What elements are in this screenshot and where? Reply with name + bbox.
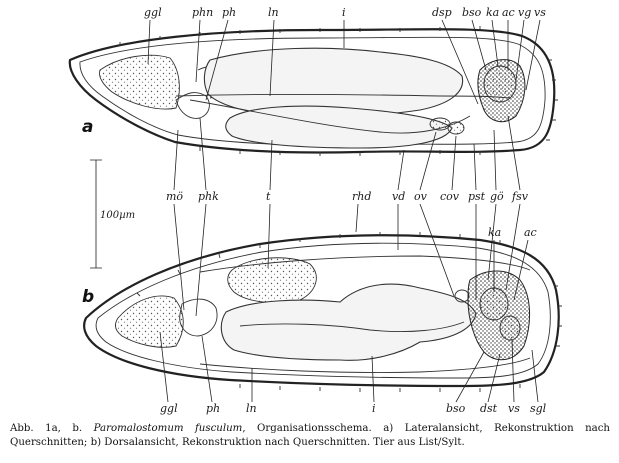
label-vs-b: vs — [508, 402, 520, 415]
label-i-b: i — [372, 402, 376, 415]
scale-bar-label: 100µm — [100, 210, 135, 221]
figure-a-body-cilia — [119, 26, 558, 156]
label-cov: cov — [440, 190, 460, 203]
label-sgl: sgl — [530, 402, 547, 415]
label-i-a: i — [342, 6, 346, 19]
label-ggl-a: ggl — [144, 6, 162, 19]
label-phk: phk — [198, 190, 219, 203]
caption-species: Paromalostomum fusculum — [93, 423, 243, 434]
label-mo: mö — [166, 190, 183, 203]
label-go: gö — [490, 190, 504, 203]
figure-a-intestine — [203, 47, 464, 118]
caption-prefix: Abb. 1a, b. — [10, 423, 94, 434]
label-ph-b: ph — [206, 402, 220, 415]
label-vg: vg — [518, 6, 531, 19]
figure-b-nerve-cord — [199, 357, 531, 373]
label-t: t — [266, 190, 271, 203]
figure-b-frontal-glands — [114, 295, 184, 348]
label-ln-b: ln — [246, 402, 257, 415]
figure-a-lateral-view: a — [68, 26, 558, 156]
label-dst: dst — [480, 402, 498, 415]
scale-bar: 100µm — [90, 159, 135, 269]
label-vd: vd — [392, 190, 405, 203]
label-dsp: dsp — [432, 6, 452, 19]
label-ac-b: ac — [524, 226, 537, 239]
label-bso-b: bso — [446, 402, 466, 415]
label-fsv: fsv — [511, 190, 529, 203]
label-ov: ov — [414, 190, 428, 203]
figure-b-body-outline — [83, 234, 560, 388]
figure-b-panel-label: b — [82, 287, 94, 307]
figure-b-body-cilia — [136, 232, 562, 392]
label-pst: pst — [468, 190, 486, 203]
figure-caption: Abb. 1a, b. Paromalostomum fusculum, Org… — [10, 422, 610, 450]
figure-b-dorsal-view: b — [82, 232, 562, 392]
figure-b-bottom-labels: ggl ph ln i bso dst vs sgl — [159, 331, 547, 415]
label-ka-a: ka — [486, 6, 499, 19]
figure-a-panel-label: a — [82, 117, 93, 137]
figure-b-testis — [227, 257, 317, 304]
figure-a-top-labels: ggl phn ph ln i dsp bso ka ac vg vs — [144, 6, 546, 105]
label-phn: phn — [192, 6, 213, 19]
figure-b-top-labels: ka ac — [488, 226, 537, 301]
label-bso-a: bso — [462, 6, 482, 19]
label-ac-a: ac — [502, 6, 515, 19]
label-ph-a: ph — [222, 6, 236, 19]
label-ka-b: ka — [488, 226, 501, 239]
label-ln-a: ln — [268, 6, 279, 19]
label-vs-a: vs — [534, 6, 546, 19]
caption-text: , Organisationsschema. a) Lateralansicht… — [10, 423, 610, 448]
figure-b-pharynx — [179, 298, 218, 337]
figure-b-intestine — [220, 283, 477, 361]
figure-a-frontal-glands — [99, 54, 180, 110]
label-ggl-b: ggl — [160, 402, 178, 415]
label-rhd: rhd — [352, 190, 371, 203]
